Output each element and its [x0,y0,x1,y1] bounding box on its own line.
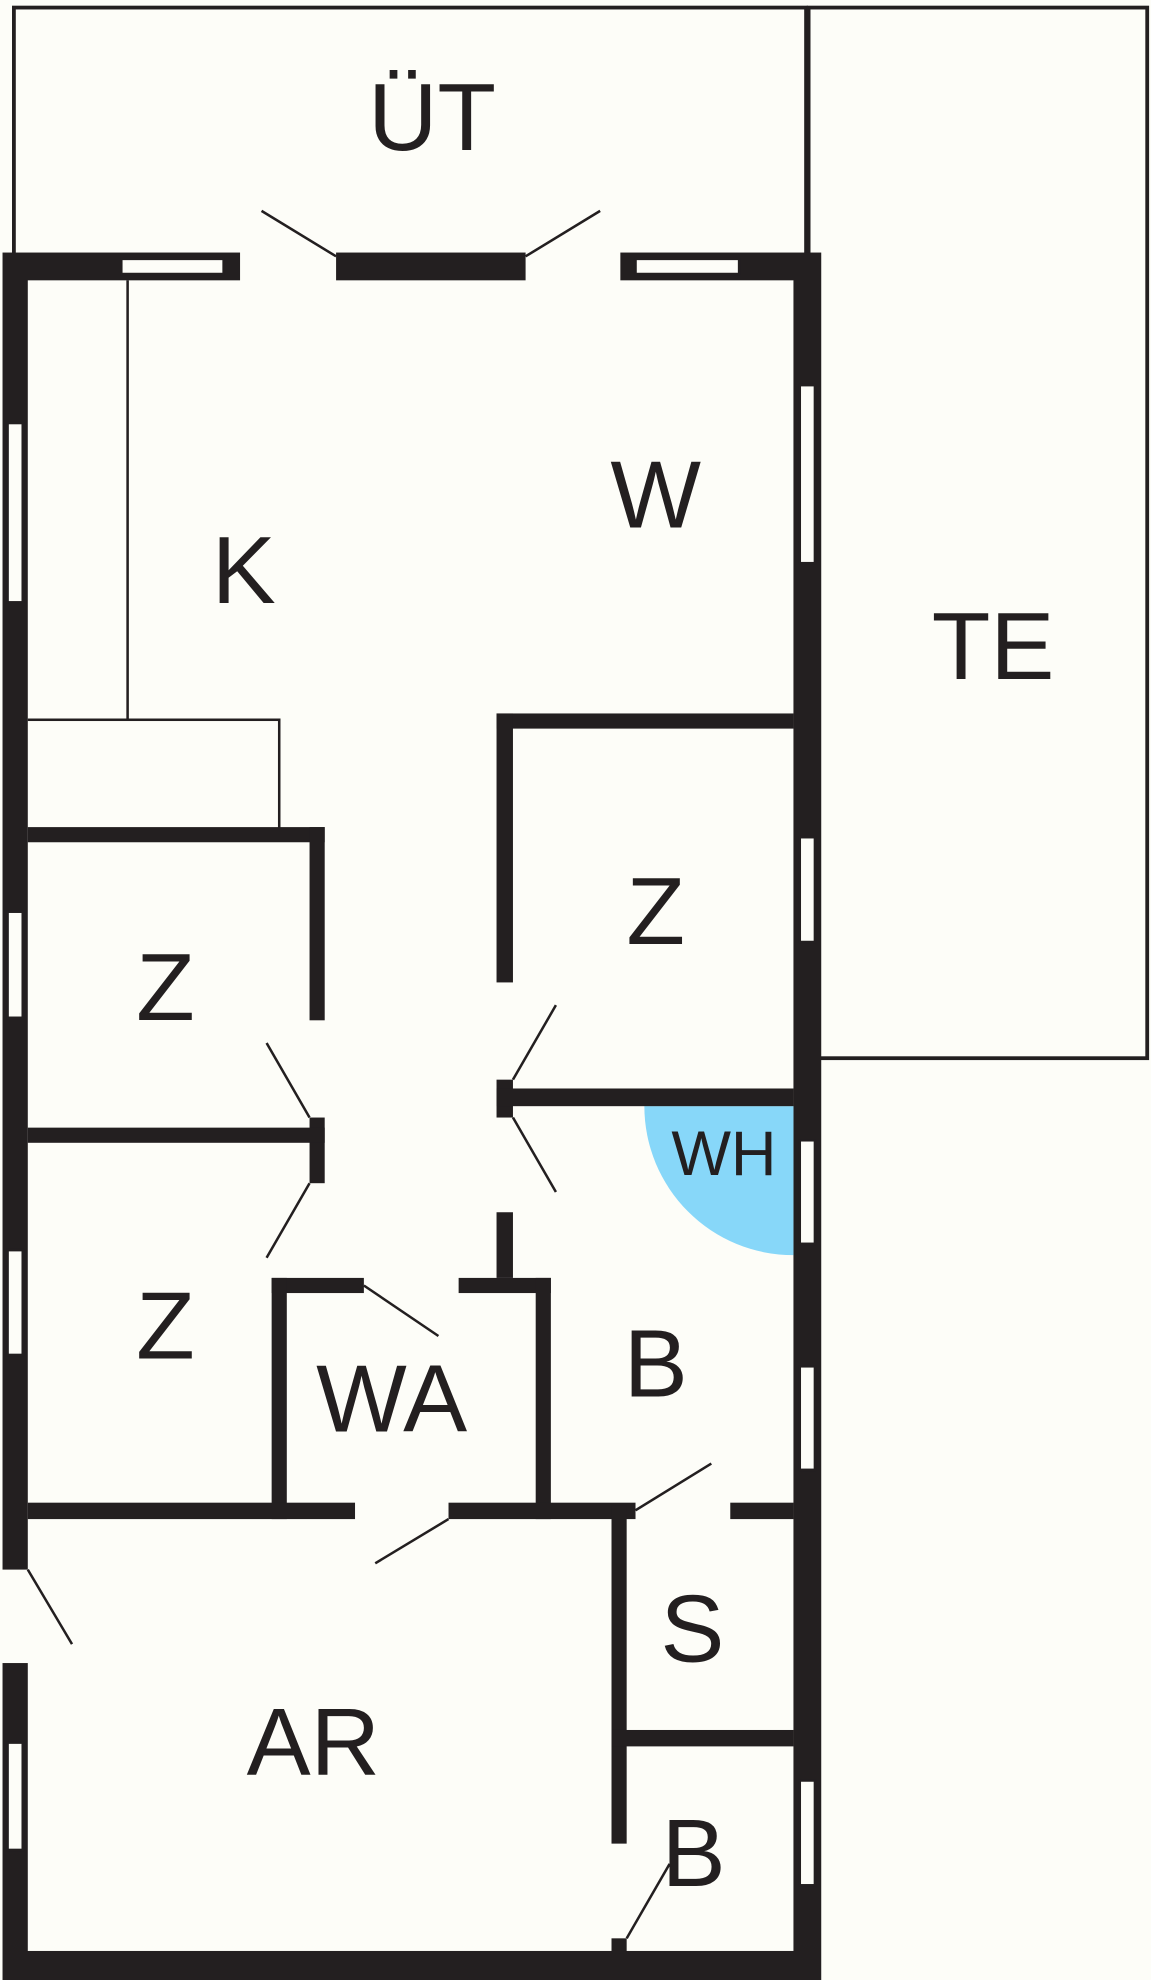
windows [6,257,817,1887]
door-swings [26,209,712,1939]
label-work-room: AR [247,1689,380,1796]
label-room-left-2: Z [136,1272,195,1379]
label-bath: B [624,1310,688,1417]
water-heater-area [644,1106,794,1256]
label-terrace-top: ÜT [368,64,496,171]
label-room-left-1: Z [136,934,195,1041]
label-kitchen: K [212,517,276,624]
label-toilet: WA [316,1346,467,1453]
label-storage: S [660,1575,724,1682]
label-water-heater: WH [671,1119,776,1189]
interior-walls [27,280,794,1954]
label-bath-small: B [662,1800,726,1907]
label-living: W [610,442,701,549]
label-room-top-right: Z [626,858,685,965]
label-terrace-side: TE [932,593,1055,700]
